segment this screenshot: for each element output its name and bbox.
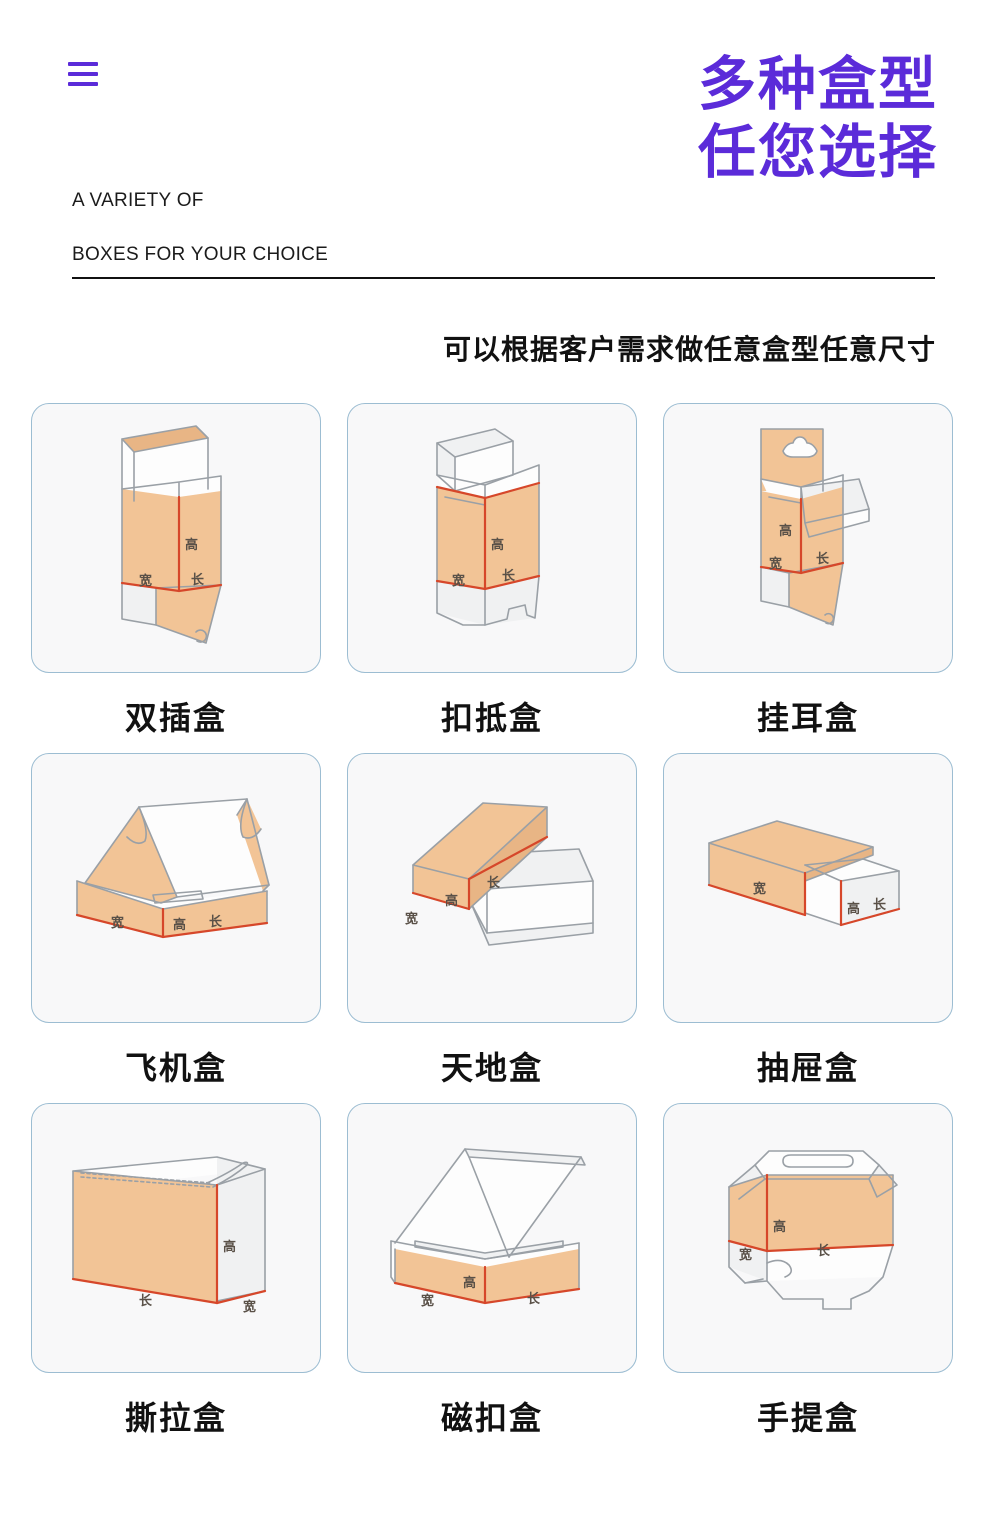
dim-label-length: 长 xyxy=(502,568,516,584)
dim-label-height: 高 xyxy=(779,523,792,539)
dim-label-length: 长 xyxy=(191,572,205,588)
dim-label-height: 高 xyxy=(223,1239,236,1255)
box-card-hang-tab-box[interactable]: 高 宽 长 挂耳盒 xyxy=(663,403,953,739)
box-illustration-magnetic-box: 高 宽 长 xyxy=(347,1103,637,1373)
dim-label-width: 宽 xyxy=(451,573,465,589)
box-illustration-hang-tab-box: 高 宽 长 xyxy=(663,403,953,673)
box-label-drawer-box: 抽屉盒 xyxy=(756,1049,859,1087)
dim-label-height: 高 xyxy=(847,901,860,917)
dim-label-height: 高 xyxy=(491,537,504,553)
dim-label-width: 宽 xyxy=(242,1299,256,1315)
box-label-magnetic-box: 磁扣盒 xyxy=(440,1399,543,1437)
box-card-magnetic-box[interactable]: 高 宽 长 磁扣盒 xyxy=(347,1103,637,1439)
dim-label-height: 高 xyxy=(445,893,458,909)
tuck-bottom-box-drawing: 高 宽 长 xyxy=(435,428,541,626)
dim-label-length: 长 xyxy=(209,914,223,930)
mailer-box-drawing: 宽 高 长 xyxy=(75,798,270,939)
header-divider xyxy=(72,277,935,279)
magnetic-box-drawing: 高 宽 长 xyxy=(390,1148,586,1309)
box-card-tuck-bottom-box[interactable]: 高 宽 长 扣抵盒 xyxy=(347,403,637,739)
box-label-tuck-bottom-box: 扣抵盒 xyxy=(440,699,543,737)
tear-strip-box-drawing: 高 长 宽 xyxy=(71,1156,267,1315)
dim-label-height: 高 xyxy=(773,1219,786,1235)
dim-label-length: 长 xyxy=(873,897,887,913)
dim-label-width: 宽 xyxy=(138,573,152,589)
dim-label-width: 宽 xyxy=(404,911,418,927)
box-illustration-tear-strip-box: 高 长 宽 xyxy=(31,1103,321,1373)
box-label-double-insert-box: 双插盒 xyxy=(124,699,227,737)
hamburger-bar-2 xyxy=(68,72,98,76)
dim-label-width: 宽 xyxy=(738,1247,752,1263)
eyebrow-text: A VARIETY OF BOXES FOR YOUR CHOICE xyxy=(72,161,328,296)
dim-label-length: 长 xyxy=(487,875,501,891)
headline-line-2: 任您选择 xyxy=(697,118,938,187)
dim-label-width: 宽 xyxy=(768,556,782,572)
box-label-lid-and-base-box: 天地盒 xyxy=(440,1049,543,1087)
box-card-tear-strip-box[interactable]: 高 长 宽 撕拉盒 xyxy=(31,1103,321,1439)
headline-line-1: 多种盒型 xyxy=(697,50,938,118)
dim-label-height: 高 xyxy=(185,537,198,553)
box-illustration-lid-and-base-box: 长 高 宽 xyxy=(347,753,637,1023)
hang-tab-box-drawing: 高 宽 长 xyxy=(759,428,870,626)
box-illustration-tuck-bottom-box: 高 宽 长 xyxy=(347,403,637,673)
double-insert-box-drawing: 高 宽 长 xyxy=(120,425,223,644)
box-label-hang-tab-box: 挂耳盒 xyxy=(756,699,859,737)
dim-label-length: 长 xyxy=(816,551,830,567)
handle-box-drawing: 高 宽 长 xyxy=(727,1150,898,1310)
hamburger-icon[interactable] xyxy=(68,62,98,86)
hamburger-bar-3 xyxy=(68,82,98,86)
box-card-handle-box[interactable]: 高 宽 长 手提盒 xyxy=(663,1103,953,1439)
box-type-grid: 高 宽 长 双插盒 xyxy=(31,403,961,1439)
box-illustration-drawer-box: 宽 高 长 xyxy=(663,753,953,1023)
page-title: 多种盒型 任您选择 xyxy=(698,50,938,187)
box-label-mailer-box: 飞机盒 xyxy=(124,1049,227,1087)
dim-label-height: 高 xyxy=(463,1275,476,1291)
box-label-handle-box: 手提盒 xyxy=(756,1399,859,1437)
box-illustration-handle-box: 高 宽 长 xyxy=(663,1103,953,1373)
eyebrow-line-2: BOXES FOR YOUR CHOICE xyxy=(72,243,329,265)
box-card-lid-and-base-box[interactable]: 长 高 宽 天地盒 xyxy=(347,753,637,1089)
box-label-tear-strip-box: 撕拉盒 xyxy=(124,1399,227,1437)
dim-label-width: 宽 xyxy=(752,881,766,897)
eyebrow-line-1: A VARIETY OF xyxy=(72,189,204,211)
box-card-mailer-box[interactable]: 宽 高 长 飞机盒 xyxy=(31,753,321,1089)
box-card-double-insert-box[interactable]: 高 宽 长 双插盒 xyxy=(31,403,321,739)
dim-label-length: 长 xyxy=(527,1291,541,1307)
subheading: 可以根据客户需求做任意盒型任意尺寸 xyxy=(442,333,936,366)
box-card-drawer-box[interactable]: 宽 高 长 抽屉盒 xyxy=(663,753,953,1089)
drawer-box-drawing: 宽 高 长 xyxy=(707,820,901,927)
box-illustration-double-insert-box: 高 宽 长 xyxy=(31,403,321,673)
dim-label-width: 宽 xyxy=(110,915,124,931)
box-illustration-mailer-box: 宽 高 长 xyxy=(31,753,321,1023)
lid-and-base-box-drawing: 长 高 宽 xyxy=(404,802,594,946)
dim-label-length: 长 xyxy=(139,1293,153,1309)
dim-label-height: 高 xyxy=(173,917,186,933)
hamburger-bar-1 xyxy=(68,62,98,66)
dim-label-length: 长 xyxy=(817,1243,831,1259)
dim-label-width: 宽 xyxy=(420,1293,434,1309)
